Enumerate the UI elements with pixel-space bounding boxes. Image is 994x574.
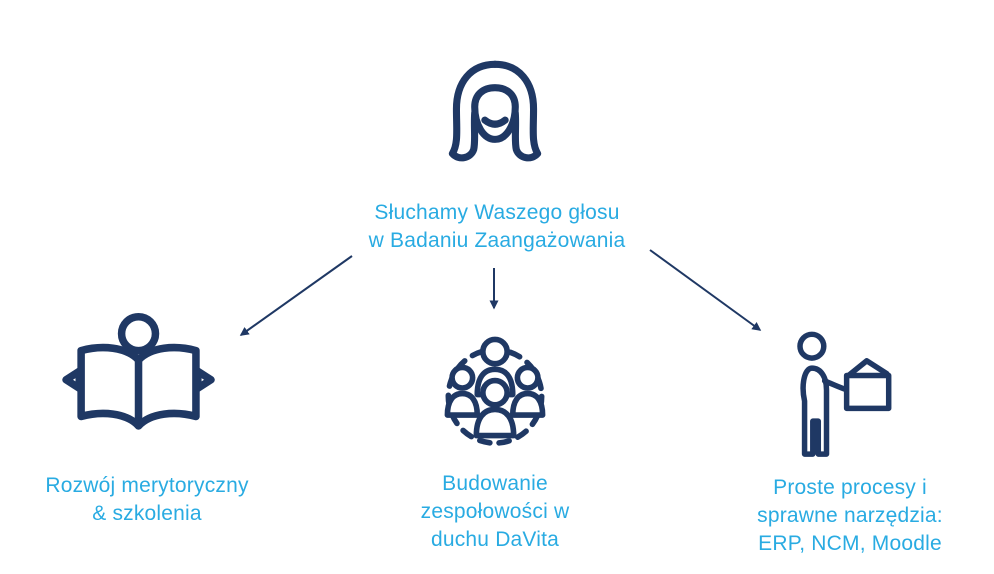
caption-line: Budowanie: [442, 472, 548, 495]
caption-line: w Badaniu Zaangażowania: [368, 229, 626, 252]
caption-line: Słuchamy Waszego głosu: [374, 201, 620, 224]
team-caption: Budowanie zespołowości w duchu DaVita: [385, 470, 605, 554]
arrow-to-tools: [649, 249, 762, 331]
listening-caption: Słuchamy Waszego głosu w Badaniu Zaangaż…: [294, 199, 700, 255]
person-with-box-icon: [797, 331, 892, 457]
caption-line: sprawne narzędzia:: [757, 504, 943, 527]
team-circle-icon: [444, 336, 546, 446]
open-book-icon: [62, 312, 215, 430]
development-caption: Rozwój merytoryczny & szkolenia: [18, 472, 276, 528]
tools-caption: Proste procesy i sprawne narzędzia: ERP,…: [730, 474, 970, 558]
woman-head-icon: [448, 60, 542, 162]
caption-line: duchu DaVita: [430, 528, 560, 551]
caption-line: Rozwój merytoryczny: [45, 474, 249, 497]
caption-line: & szkolenia: [92, 502, 202, 525]
arrow-to-development: [239, 255, 353, 336]
caption-line: zespołowości w: [420, 500, 570, 523]
caption-line: Proste procesy i: [773, 476, 927, 499]
caption-line: ERP, NCM, Moodle: [758, 532, 942, 555]
